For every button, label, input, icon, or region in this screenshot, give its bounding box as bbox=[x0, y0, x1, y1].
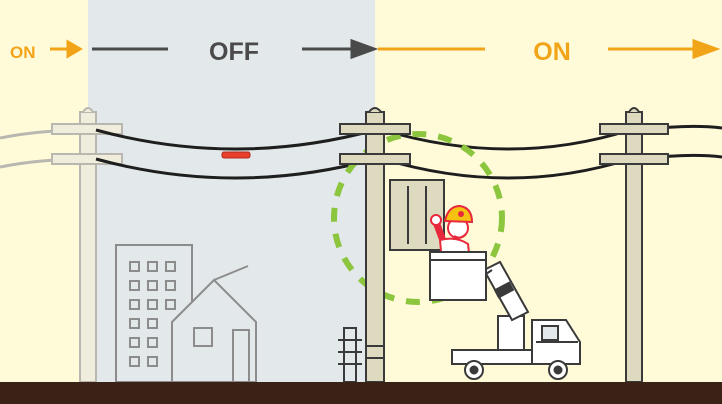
ground bbox=[0, 382, 722, 404]
left-on-label: ON bbox=[10, 43, 36, 62]
utility-pole-work bbox=[339, 107, 411, 383]
right-on-arrow bbox=[608, 38, 721, 60]
status-row: ON OFF ON bbox=[10, 38, 721, 66]
boom-base bbox=[497, 315, 525, 351]
fault-marker bbox=[221, 151, 251, 159]
off-section-lines bbox=[95, 128, 376, 180]
on-section-lines bbox=[382, 124, 722, 180]
off-label: OFF bbox=[209, 38, 259, 66]
utility-pole-left bbox=[51, 107, 123, 383]
house-icon bbox=[171, 265, 257, 383]
left-on-arrow bbox=[50, 39, 83, 59]
work-highlight-ring-icon bbox=[331, 131, 505, 305]
off-arrow bbox=[302, 38, 379, 60]
bucket-truck-icon bbox=[451, 260, 581, 380]
building-windows bbox=[129, 261, 176, 367]
right-on-label: ON bbox=[533, 38, 571, 66]
on-zone-left-background bbox=[0, 0, 88, 404]
bucket bbox=[429, 251, 493, 301]
